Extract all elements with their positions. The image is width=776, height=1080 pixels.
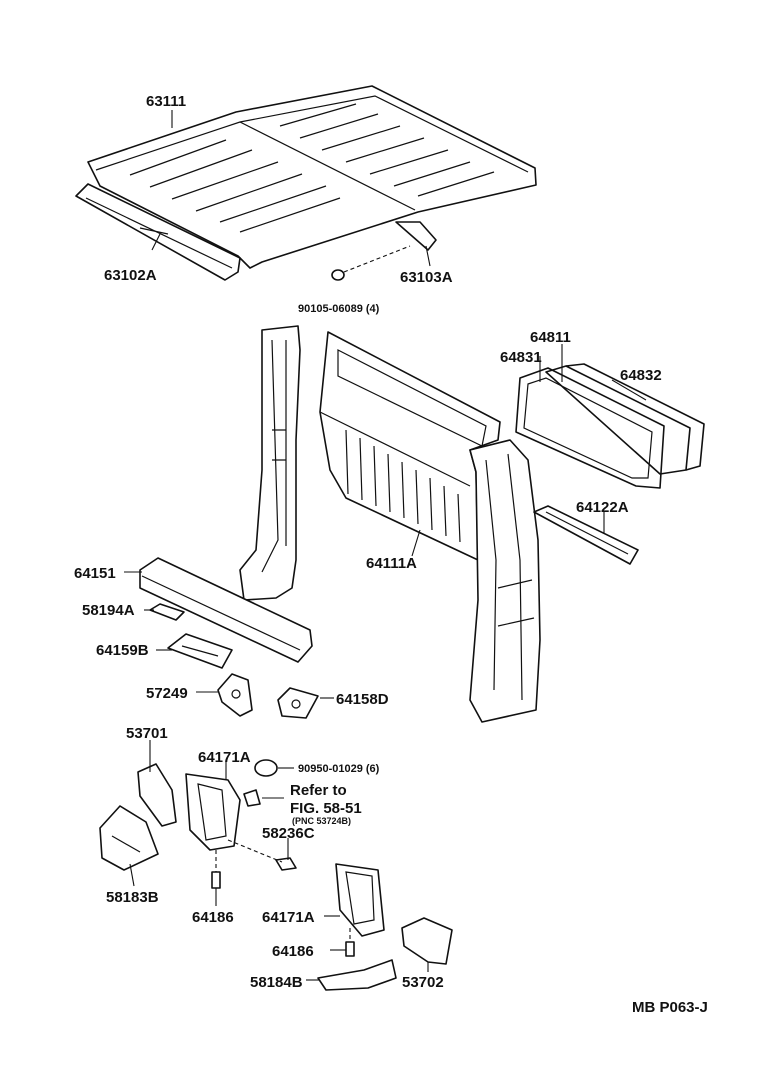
part-58184B xyxy=(317,959,397,991)
label-refer-2: FIG. 58-51 xyxy=(290,800,362,817)
label-64186-upper: 64186 xyxy=(192,909,234,926)
back-window xyxy=(515,363,705,489)
label-63111: 63111 xyxy=(146,93,186,110)
part-58194A xyxy=(149,603,185,621)
label-64151: 64151 xyxy=(74,565,116,582)
part-53701 xyxy=(137,763,177,827)
label-64159B: 64159B xyxy=(96,642,149,659)
label-refer-1: Refer to xyxy=(290,782,347,799)
label-58183B: 58183B xyxy=(106,889,159,906)
label-58236C: 58236C xyxy=(262,825,315,842)
part-58236C xyxy=(227,839,297,871)
part-58183B xyxy=(99,805,159,871)
rear-roof-header xyxy=(395,221,437,251)
front-roof-header xyxy=(75,183,241,281)
part-64159B xyxy=(167,633,233,669)
plug-90950 xyxy=(254,759,278,777)
wheelhouse-upper xyxy=(185,773,241,851)
label-64122A: 64122A xyxy=(576,499,629,516)
wheelhouse-lower xyxy=(335,863,385,937)
label-64171A-lower: 64171A xyxy=(262,909,315,926)
label-64186-lower: 64186 xyxy=(272,943,314,960)
label-64171A-upper: 64171A xyxy=(198,749,251,766)
figure-code: MB P063-J xyxy=(632,999,708,1016)
back-panel xyxy=(319,331,501,561)
part-53702 xyxy=(401,917,453,965)
label-64158D: 64158D xyxy=(336,691,389,708)
part-64186-lower xyxy=(345,928,355,957)
label-63103A: 63103A xyxy=(400,269,453,286)
label-64811: 64811 xyxy=(530,329,571,346)
floor-cross-member xyxy=(139,557,313,663)
label-64832: 64832 xyxy=(620,367,662,384)
label-refer-3: (PNC 53724B) xyxy=(292,816,351,826)
roof-panel xyxy=(87,85,537,269)
part-labels: 63111 63102A 63103A 90105-06089 (4) 6481… xyxy=(74,93,708,1016)
label-57249: 57249 xyxy=(146,685,188,702)
leader-lines xyxy=(124,110,647,981)
bolt-90105 xyxy=(331,245,411,281)
label-90950: 90950-01029 (6) xyxy=(298,763,380,775)
label-58194A: 58194A xyxy=(82,602,135,619)
part-64186-upper xyxy=(211,850,221,889)
label-90105: 90105-06089 (4) xyxy=(298,303,380,315)
part-64158D xyxy=(277,687,319,719)
rear-corner-pillar xyxy=(469,439,541,723)
label-53702: 53702 xyxy=(402,974,444,991)
label-63102A: 63102A xyxy=(104,267,157,284)
clip-refer xyxy=(243,789,261,807)
window-bracket xyxy=(533,505,639,565)
label-53701: 53701 xyxy=(126,725,168,742)
part-57249 xyxy=(217,673,253,717)
center-pillar xyxy=(239,325,301,601)
label-64111A: 64111A xyxy=(366,555,417,572)
label-64831: 64831 xyxy=(500,349,542,366)
label-58184B: 58184B xyxy=(250,974,303,991)
